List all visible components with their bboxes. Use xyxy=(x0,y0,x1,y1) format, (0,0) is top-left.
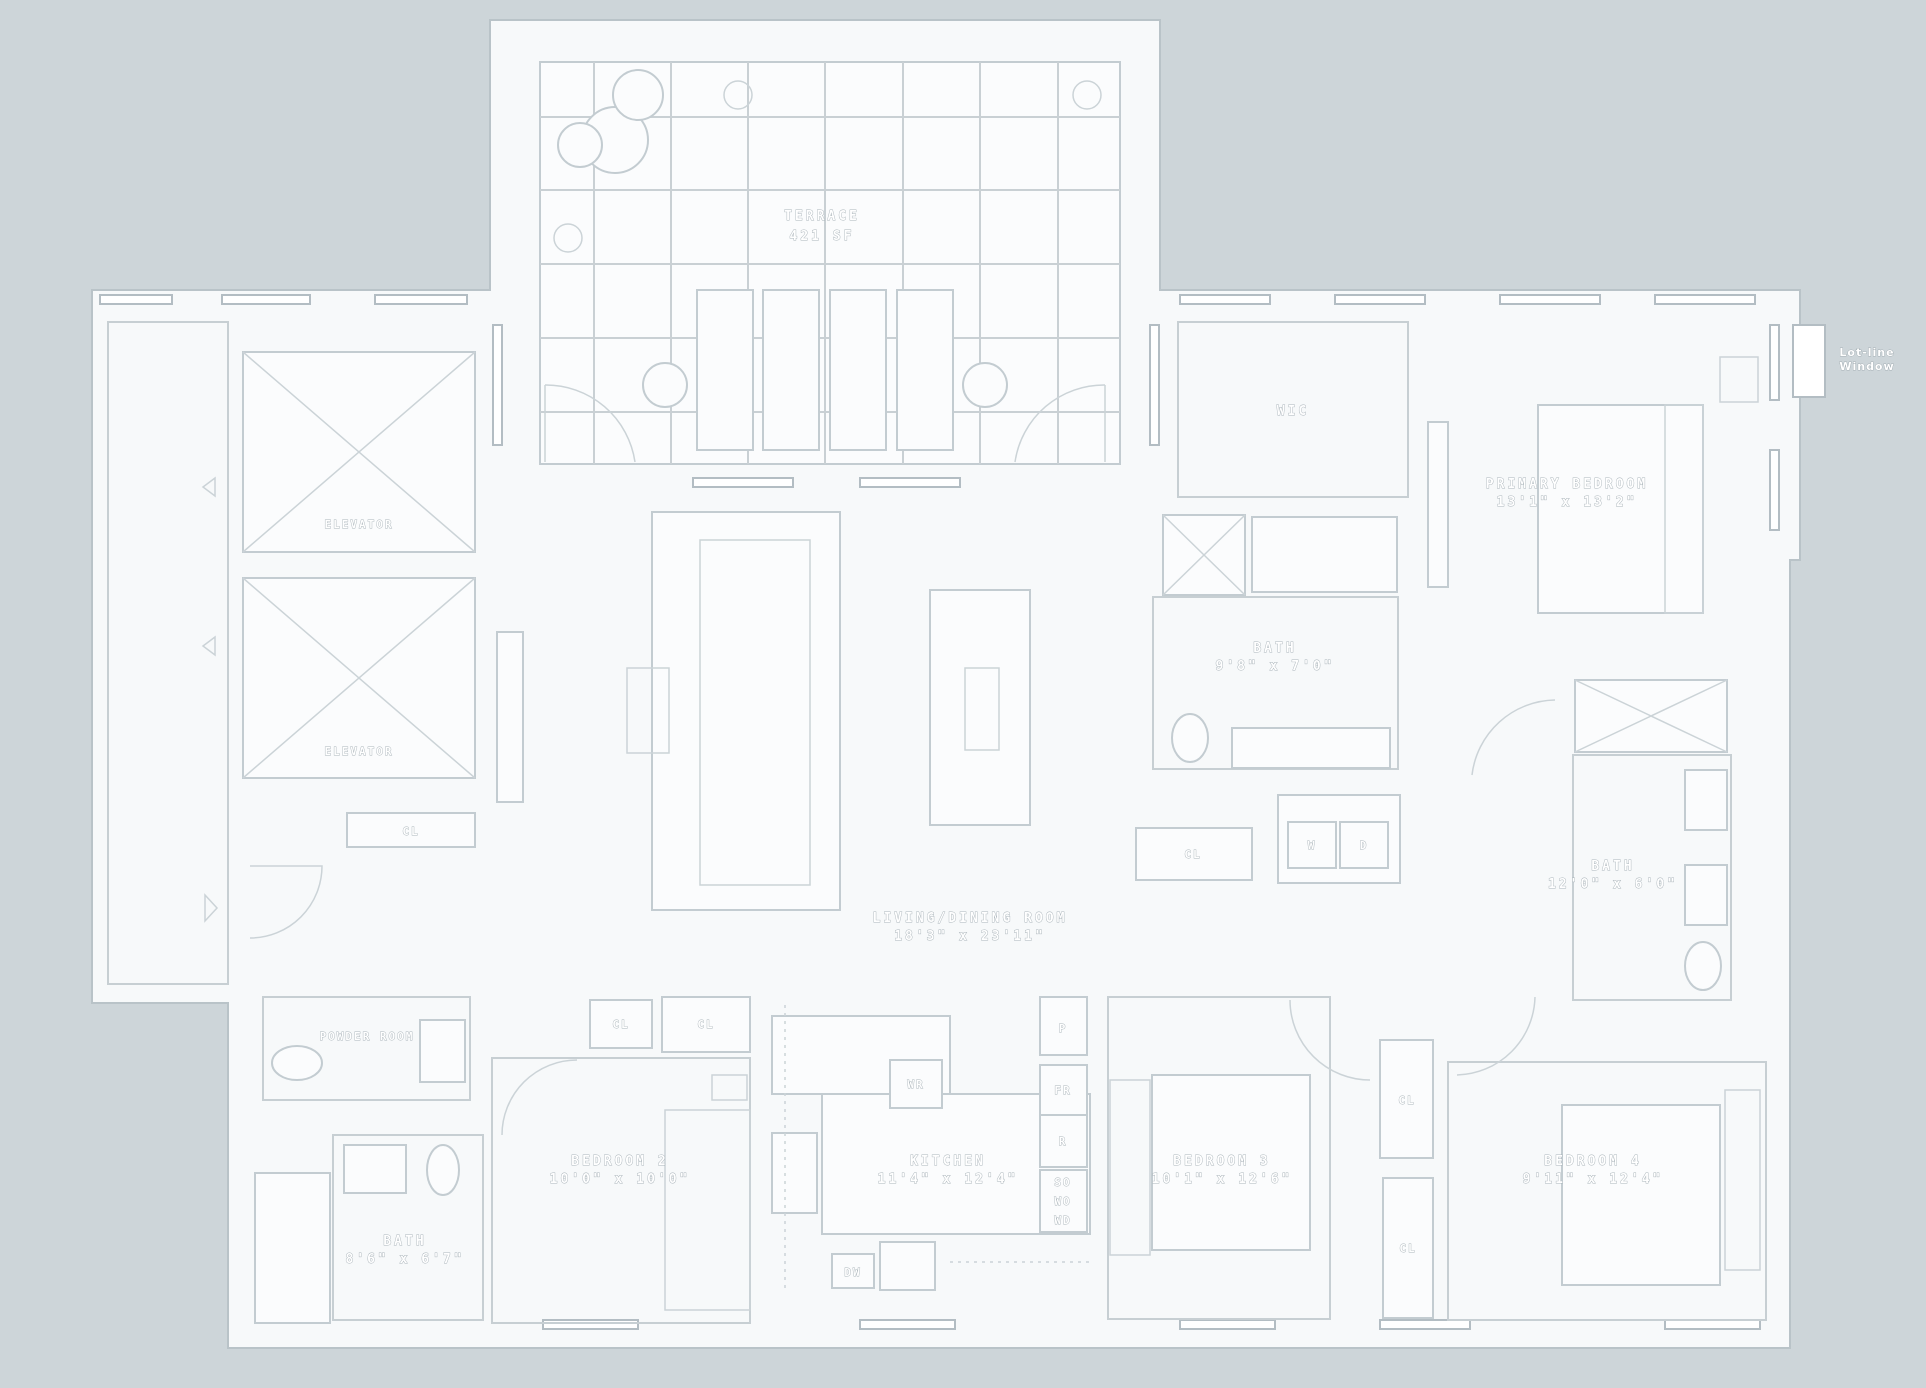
bedroom-4-door xyxy=(1456,996,1536,1076)
terrace-door-left xyxy=(544,384,636,463)
living-dining-label: LIVING/DINING ROOM xyxy=(873,911,1068,926)
elevator-2 xyxy=(242,577,476,779)
cl-hall-2-label: CL xyxy=(697,1018,714,1031)
wic xyxy=(1177,321,1409,498)
wr xyxy=(889,1059,943,1109)
bedroom-3-label: BEDROOM 3 xyxy=(1173,1154,1270,1169)
cl-bed4-2-label: CL xyxy=(1399,1242,1416,1255)
kitchen-sink xyxy=(879,1241,936,1291)
oven-1-label: SO xyxy=(1054,1176,1071,1189)
powder-room-label: POWDER ROOM xyxy=(320,1030,415,1043)
west-bath-dim: 8'6" x 6'7" xyxy=(345,1252,464,1267)
bedroom-3-dim: 10'1" x 12'6" xyxy=(1152,1172,1293,1187)
windows xyxy=(99,294,1826,1330)
dining-table xyxy=(929,589,1031,826)
cl-elevator xyxy=(346,812,476,848)
call-arrow-3 xyxy=(204,893,219,923)
pantry-r-label: R xyxy=(1059,1135,1068,1148)
corridor xyxy=(107,321,229,985)
bedroom-4-label: BEDROOM 4 xyxy=(1544,1154,1641,1169)
pantry-fr-label: FR xyxy=(1054,1084,1071,1097)
terrace-door-right xyxy=(1014,384,1106,463)
east-bath-label: BATH xyxy=(1591,859,1634,874)
dw-label: DW xyxy=(844,1266,861,1279)
cl-bed4-1-label: CL xyxy=(1398,1094,1415,1107)
terrace-dim: 421 SF xyxy=(790,229,855,244)
cl-elevator-label: CL xyxy=(402,825,419,838)
cl-hall-1 xyxy=(589,999,653,1049)
bedroom-2-dim: 10'0" x 10'0" xyxy=(550,1172,691,1187)
oven-2-label: WO xyxy=(1054,1195,1071,1208)
primary-bath-dim: 9'8" x 7'0" xyxy=(1215,659,1334,674)
bedroom-2-door xyxy=(501,1059,578,1136)
kitchen-dim: 11'4" x 12'4" xyxy=(878,1172,1019,1187)
east-bath-dim: 12'0" x 6'0" xyxy=(1548,877,1678,892)
primary-toilet xyxy=(1171,713,1209,763)
elevator-1-label: ELEVATOR xyxy=(325,518,394,531)
bedroom-3-door xyxy=(1289,999,1371,1081)
cl-laundry xyxy=(1135,827,1253,881)
primary-bed xyxy=(1537,404,1704,614)
primary-bedroom-dim: 13'1" x 13'2" xyxy=(1497,495,1638,510)
cl-bed4-1 xyxy=(1379,1039,1434,1159)
terrace-furniture xyxy=(553,69,1102,451)
living-console xyxy=(496,631,524,803)
bedroom-4-dim: 9'11" x 12'4" xyxy=(1523,1172,1664,1187)
call-arrow-2 xyxy=(201,635,216,657)
kitchen-label: KITCHEN xyxy=(910,1154,986,1169)
bedroom-3 xyxy=(1107,996,1331,1320)
call-arrow-1 xyxy=(201,476,216,498)
elevator-2-label: ELEVATOR xyxy=(325,745,394,758)
powder-room xyxy=(262,996,471,1101)
washer xyxy=(1287,821,1337,869)
bedroom-2-label: BEDROOM 2 xyxy=(571,1154,668,1169)
entry-door xyxy=(249,865,323,939)
primary-bath-door xyxy=(1471,699,1556,776)
cooktop xyxy=(771,1132,818,1214)
pantry-column xyxy=(1039,996,1088,1233)
west-bath xyxy=(332,1134,484,1321)
cl-hall-2 xyxy=(661,996,751,1053)
primary-tub xyxy=(1251,516,1398,593)
dryer xyxy=(1339,821,1389,869)
living-dining-dim: 18'3" x 23'11" xyxy=(894,929,1046,944)
primary-bedroom-label: PRIMARY BEDROOM xyxy=(1486,477,1648,492)
terrace-label: TERRACE xyxy=(784,209,860,224)
lot-line-window-label: Window xyxy=(1839,360,1894,373)
kitchen-counter-top xyxy=(771,1015,951,1095)
living-sofa-area xyxy=(651,511,841,911)
dryer-label: D xyxy=(1360,839,1369,852)
pantry-p-label: P xyxy=(1059,1022,1068,1035)
elevator-1 xyxy=(242,351,476,553)
washer-label: W xyxy=(1308,839,1317,852)
west-bath-label: BATH xyxy=(383,1234,426,1249)
primary-vanity xyxy=(1231,727,1391,769)
oven-3-label: WD xyxy=(1054,1214,1071,1227)
lot-line-label: Lot-line xyxy=(1839,346,1894,359)
east-toilet xyxy=(1684,941,1722,991)
east-bath xyxy=(1572,754,1732,1001)
cl-hall-1-label: CL xyxy=(612,1018,629,1031)
primary-wall-unit xyxy=(1427,421,1449,588)
cl-laundry-label: CL xyxy=(1184,848,1201,861)
dw xyxy=(831,1253,875,1289)
bedroom-4 xyxy=(1447,1061,1767,1321)
cl-bed4-2 xyxy=(1382,1177,1434,1319)
wr-label: WR xyxy=(907,1078,924,1091)
west-tub xyxy=(254,1172,331,1324)
wic-label: WIC xyxy=(1277,404,1309,419)
primary-bath-label: BATH xyxy=(1253,641,1296,656)
